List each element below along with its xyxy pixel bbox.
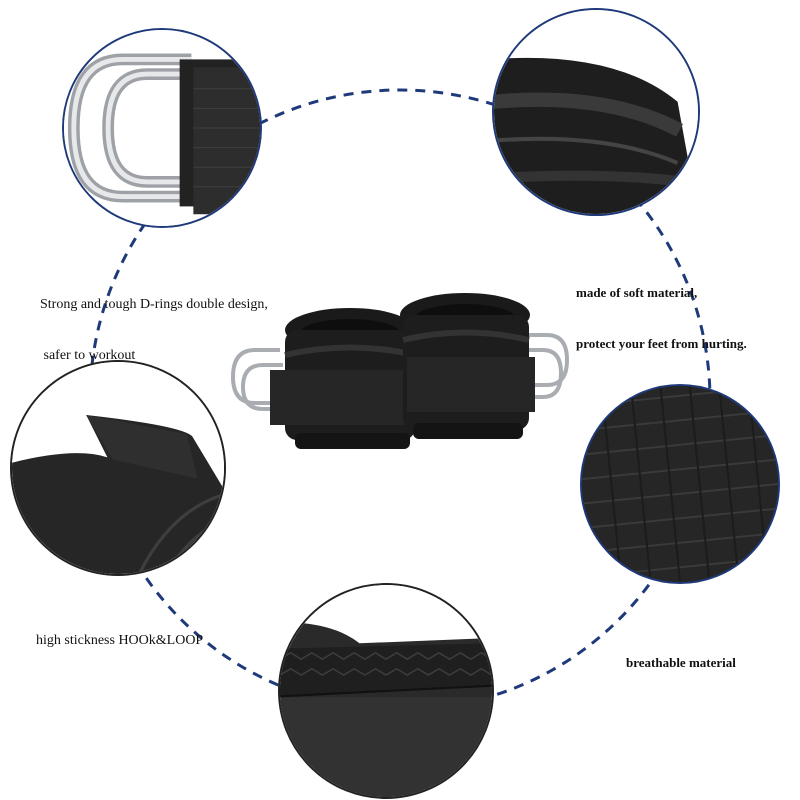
soft-material-caption-line2: protect your feet from hurting.	[576, 336, 747, 351]
knit-fabric-icon	[582, 386, 778, 582]
breathable-caption-line1: breathable material	[626, 655, 736, 670]
d-ring-icon	[64, 30, 260, 226]
d-ring-caption-line1: Strong and tough D-rings double design,	[40, 297, 268, 312]
right-d-rings	[520, 333, 570, 399]
right-strap	[400, 293, 535, 439]
left-d-rings	[230, 348, 283, 411]
hook-loop-caption: high stickness HOOk&LOOP	[36, 598, 203, 683]
ankle-strap-pair-image	[225, 285, 580, 460]
hook-loop-detail-circle	[10, 360, 226, 576]
soft-material-detail-circle	[492, 8, 700, 216]
d-ring-caption: Strong and tough D-rings double design, …	[40, 262, 268, 398]
soft-material-caption-line1: made of soft material,	[576, 285, 698, 300]
left-strap	[270, 308, 416, 449]
stitched-edge-icon	[280, 585, 492, 797]
soft-material-caption: made of soft material, protect your feet…	[576, 250, 747, 386]
ankle-strap-icon	[230, 293, 570, 449]
stitching-detail-circle	[278, 583, 494, 799]
padded-cuff-icon	[494, 10, 698, 214]
breathable-caption: breathable material	[626, 620, 736, 705]
d-ring-caption-line2: safer to workout	[40, 348, 136, 363]
d-ring-detail-circle	[62, 28, 262, 228]
breathable-detail-circle	[580, 384, 780, 584]
velcro-flap-icon	[12, 362, 224, 574]
hook-loop-caption-line1: high stickness HOOk&LOOP	[36, 633, 204, 648]
